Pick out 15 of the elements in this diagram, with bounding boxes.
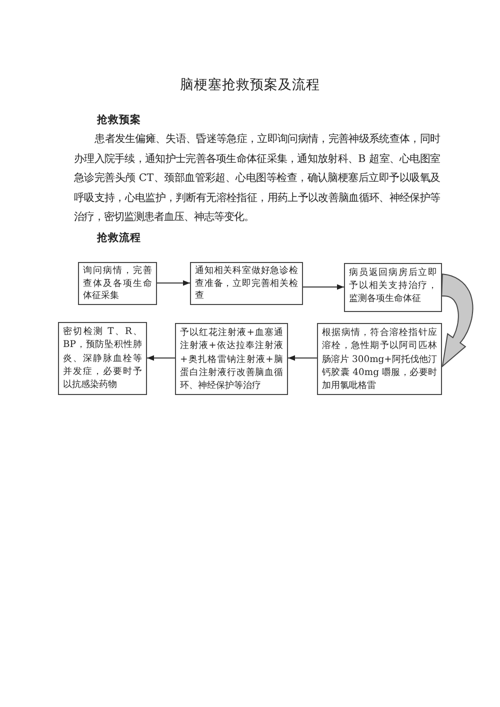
arrow <box>146 355 176 361</box>
arrow <box>288 355 318 361</box>
curved-arrow <box>441 274 474 368</box>
process-box: 根据病情，符合溶栓指针应溶栓，急性期予以阿司匹林肠溶片 300mg+阿托伐他汀钙胶囊 40mg 嚼服，必要时加用氯吡格雷 <box>317 323 442 395</box>
arrow <box>156 280 190 286</box>
process-box: 予以红花注射液+血塞通注射液+依达拉奉注射液+奥扎格雷钠注射液+脑蛋白注射液行改善脑血循环、神经保护等治疗 <box>175 323 288 395</box>
section-heading: 抢救流程 <box>97 230 141 246</box>
section-heading: 抢救预案 <box>97 112 141 128</box>
title: 脑梗塞抢救预案及流程 <box>180 76 320 94</box>
process-box: 病员返回病房后立即予以相关支持治疗，监测各项生命体征 <box>344 263 442 312</box>
process-box: 询问病情，完善查体及各项生命体征采集 <box>78 262 157 305</box>
paragraph: 患者发生偏瘫、失语、昏迷等急症，立即询问病情，完善神级系统查体，同时办理入院手续，通知护士完善各项生命体征采集，通知放射科、B 超室、心电图室急诊完善头颅 CT、颈部血管彩超、心电图等检查，确认脑梗塞后立即予以吸氧及呼吸支持，心电监护，判断有无溶栓指征，用药上予以改善脑血循环、神经保护等治疗，密切监测患者血压、神志等变化。 <box>74 132 440 225</box>
arrow <box>302 284 344 290</box>
process-box: 密切检测 T、R、BP，预防坠积性肺炎、深静脉血栓等并发症，必要时予以抗感染药物 <box>58 322 147 395</box>
process-box: 通知相关科室做好急诊检查准备，立即完善相关检查 <box>190 262 303 305</box>
